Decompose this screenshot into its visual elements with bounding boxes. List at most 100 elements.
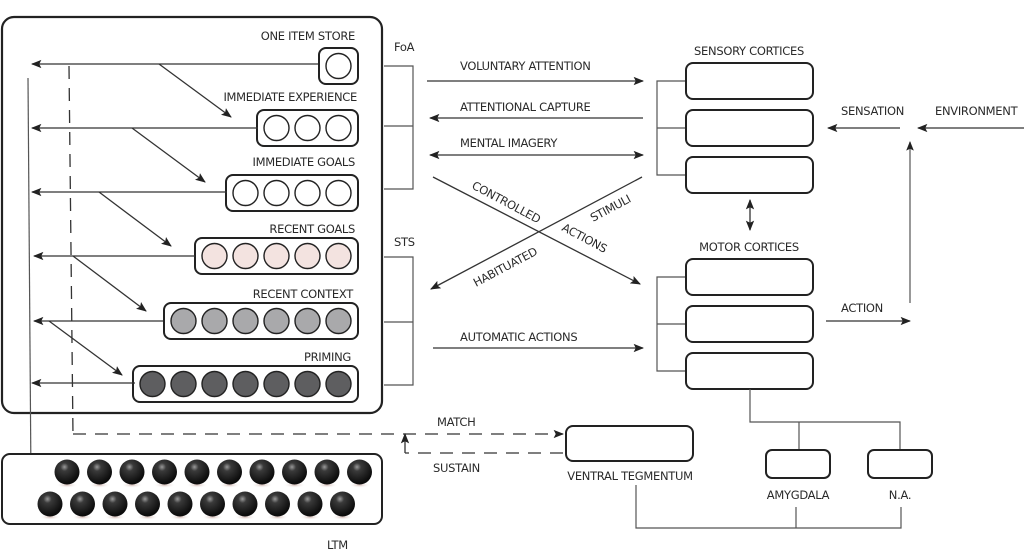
sensory-bracket xyxy=(656,80,686,176)
ltm-sphere xyxy=(119,459,145,485)
memory-slot xyxy=(294,307,321,335)
ltm-sphere xyxy=(167,491,193,517)
ltm-sphere-shadow xyxy=(251,482,273,488)
memory-slot xyxy=(263,179,290,207)
memory-slot xyxy=(201,370,228,398)
sts-label: STS xyxy=(394,235,415,249)
ltm-sphere-shadow xyxy=(299,514,321,520)
sts-bracket xyxy=(384,256,414,386)
na-label: N.A. xyxy=(889,488,911,502)
cascade-arrow-1 xyxy=(158,63,232,118)
sensory-cortex-box-3 xyxy=(685,156,814,194)
memory-row-container xyxy=(225,174,359,212)
ltm-sphere-shadow xyxy=(186,482,208,488)
mental-imagery-label: MENTAL IMAGERY xyxy=(460,136,558,150)
sustain-label: SUSTAIN xyxy=(433,461,480,475)
motor-to-subcortical-line xyxy=(749,389,901,450)
memory-slot xyxy=(325,114,352,142)
motor-cortex-box-3 xyxy=(685,352,814,390)
subcortical-bottom-line xyxy=(635,485,902,529)
ltm-sphere-shadow xyxy=(71,514,94,520)
ltm-sphere xyxy=(297,491,323,517)
memory-slot xyxy=(232,242,259,270)
foa-label: FoA xyxy=(394,40,415,54)
ltm-sphere-shadow xyxy=(234,514,256,520)
memory-slot xyxy=(170,307,197,335)
ltm-sphere-shadow xyxy=(331,514,354,520)
ltm-sphere xyxy=(232,491,258,517)
na-box xyxy=(867,449,933,479)
ltm-sphere-shadow xyxy=(201,514,224,520)
controlled-actions-arrow xyxy=(432,176,641,285)
match-label: MATCH xyxy=(437,415,475,429)
attentional-capture-label: ATTENTIONAL CAPTURE xyxy=(460,100,591,114)
ltm-sphere xyxy=(152,459,177,485)
ltm-sphere xyxy=(217,459,242,485)
ltm-sphere xyxy=(37,491,63,517)
memory-slot xyxy=(325,370,352,398)
ltm-sphere-shadow xyxy=(56,482,78,488)
ltm-sphere-shadow xyxy=(136,514,159,520)
memory-slot xyxy=(232,370,259,398)
row-label-recent-goals: RECENT GOALS xyxy=(269,222,355,236)
ltm-sphere xyxy=(314,459,340,485)
sensory-cortex-box-2 xyxy=(685,109,814,147)
ltm-sphere-shadow xyxy=(39,514,61,520)
cascade-arrow-4 xyxy=(72,255,147,312)
memory-slot xyxy=(139,370,166,398)
stimuli-label: STIMULI xyxy=(588,192,633,225)
ltm-sphere xyxy=(184,459,210,485)
memory-slot xyxy=(263,114,290,142)
ltm-sphere xyxy=(282,459,307,485)
cascade-arrow-2 xyxy=(131,127,206,183)
ltm-sphere-shadow xyxy=(266,514,289,520)
ltm-label: LTM xyxy=(327,538,348,552)
row-label-immediate-experience: IMMEDIATE EXPERIENCE xyxy=(223,90,357,104)
cascade-arrow-5 xyxy=(48,320,123,376)
row-label-priming: PRIMING xyxy=(304,350,351,364)
ltm-sphere-shadow xyxy=(283,482,306,488)
voluntary-attention-label: VOLUNTARY ATTENTION xyxy=(460,59,591,73)
ltm-sphere xyxy=(102,491,128,517)
amygdala-label: AMYGDALA xyxy=(767,488,830,502)
ltm-sphere xyxy=(249,459,275,485)
motor-cortex-box-1 xyxy=(685,258,814,296)
memory-slot xyxy=(325,307,352,335)
ltm-sphere xyxy=(200,491,225,517)
amygdala-box xyxy=(765,449,831,479)
ltm-sphere xyxy=(330,491,355,517)
memory-slot xyxy=(263,370,290,398)
row-label-one-item-store: ONE ITEM STORE xyxy=(261,29,355,43)
memory-slot xyxy=(201,307,228,335)
ventral-tegmentum-label: VENTRAL TEGMENTUM xyxy=(567,469,692,483)
sensory-cortex-box-1 xyxy=(685,62,814,100)
ltm-sphere-shadow xyxy=(348,482,371,488)
memory-slot xyxy=(263,307,290,335)
ltm-sphere-shadow xyxy=(218,482,241,488)
memory-slot xyxy=(263,242,290,270)
action-label: ACTION xyxy=(841,301,883,315)
memory-slot xyxy=(294,179,321,207)
ltm-sphere xyxy=(87,459,112,485)
sensation-label: SENSATION xyxy=(841,104,904,118)
sensory-cortices-label: SENSORY CORTICES xyxy=(694,44,804,58)
retrieval-line-to-ltm xyxy=(27,77,35,483)
actions-label: ACTIONS xyxy=(560,220,610,255)
ltm-sphere xyxy=(347,459,372,485)
cascade-arrow-3 xyxy=(98,191,172,247)
memory-slot xyxy=(294,114,321,142)
motor-cortex-box-2 xyxy=(685,305,814,343)
motor-cortices-label: MOTOR CORTICES xyxy=(699,240,799,254)
ltm-sphere xyxy=(135,491,160,517)
environment-label: ENVIRONMENT xyxy=(935,104,1019,118)
ltm-sphere-shadow xyxy=(121,482,143,488)
memory-slot xyxy=(170,370,197,398)
memory-slot xyxy=(232,307,259,335)
ltm-sphere-shadow xyxy=(88,482,111,488)
motor-bracket xyxy=(656,276,686,372)
memory-slot xyxy=(325,242,352,270)
ltm-sphere-shadow xyxy=(169,514,191,520)
ltm-sphere-shadow xyxy=(153,482,176,488)
row-label-recent-context: RECENT CONTEXT xyxy=(253,287,355,301)
